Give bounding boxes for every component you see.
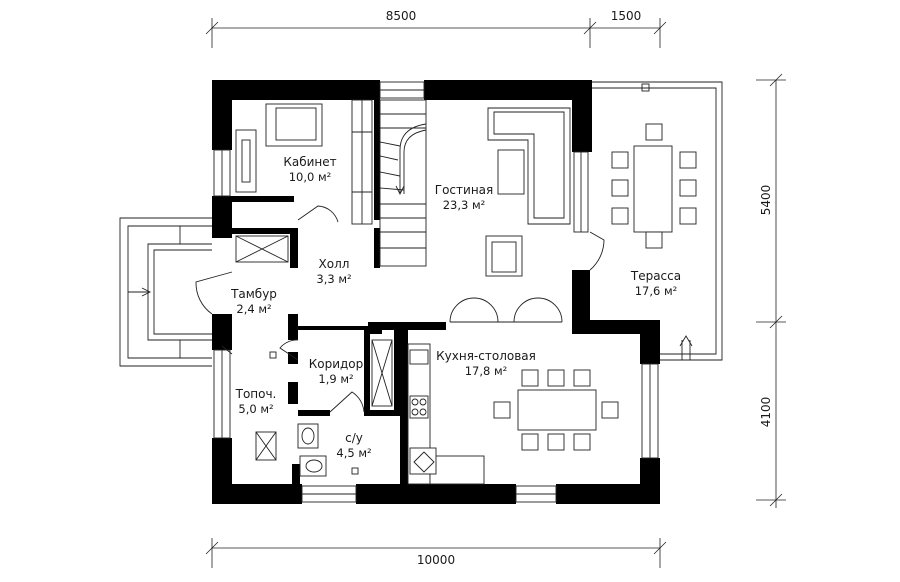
room-area-boiler: 5,0 м² — [238, 402, 273, 416]
dimension-right: 5400 4100 — [756, 73, 786, 508]
windows — [213, 81, 659, 503]
room-labels: Кабинет 10,0 м² Гостиная 23,3 м² Холл 3,… — [230, 155, 681, 460]
room-name-vestibule: Тамбур — [230, 287, 277, 301]
walls — [212, 80, 660, 504]
boiler-bath-furniture — [235, 235, 393, 477]
room-name-cabinet: Кабинет — [283, 155, 336, 169]
cabinet-furniture — [235, 99, 373, 225]
dim-top-main: 8500 — [386, 9, 417, 23]
dim-top-terrace: 1500 — [611, 9, 642, 23]
living-furniture — [485, 107, 571, 277]
room-name-boiler: Топоч. — [235, 387, 277, 401]
entrance-porch — [119, 217, 212, 367]
room-area-living: 23,3 м² — [443, 198, 486, 212]
room-area-bathroom: 4,5 м² — [336, 446, 371, 460]
room-name-hall: Холл — [319, 257, 350, 271]
dim-bottom-total: 10000 — [417, 553, 455, 567]
room-area-vestibule: 2,4 м² — [236, 302, 271, 316]
kitchen-furniture — [407, 343, 619, 485]
room-area-terrace: 17,6 м² — [635, 284, 678, 298]
room-name-bathroom: с/у — [345, 431, 363, 445]
room-name-kitchen: Кухня-столовая — [436, 349, 536, 363]
dimension-bottom: 10000 — [205, 538, 667, 568]
room-name-living: Гостиная — [435, 183, 493, 197]
dim-right-upper: 5400 — [759, 185, 773, 216]
room-name-terrace: Терасса — [630, 269, 681, 283]
room-area-kitchen: 17,8 м² — [465, 364, 508, 378]
terrace-outline — [590, 81, 723, 361]
terrace-table — [611, 123, 697, 249]
room-area-cabinet: 10,0 м² — [289, 170, 332, 184]
dim-right-lower: 4100 — [759, 397, 773, 428]
staircase — [379, 99, 427, 267]
room-name-corridor: Коридор — [309, 357, 364, 371]
doors — [195, 205, 605, 413]
room-area-corridor: 1,9 м² — [318, 372, 353, 386]
room-area-hall: 3,3 м² — [316, 272, 351, 286]
dimension-top: 8500 1500 — [205, 9, 667, 48]
